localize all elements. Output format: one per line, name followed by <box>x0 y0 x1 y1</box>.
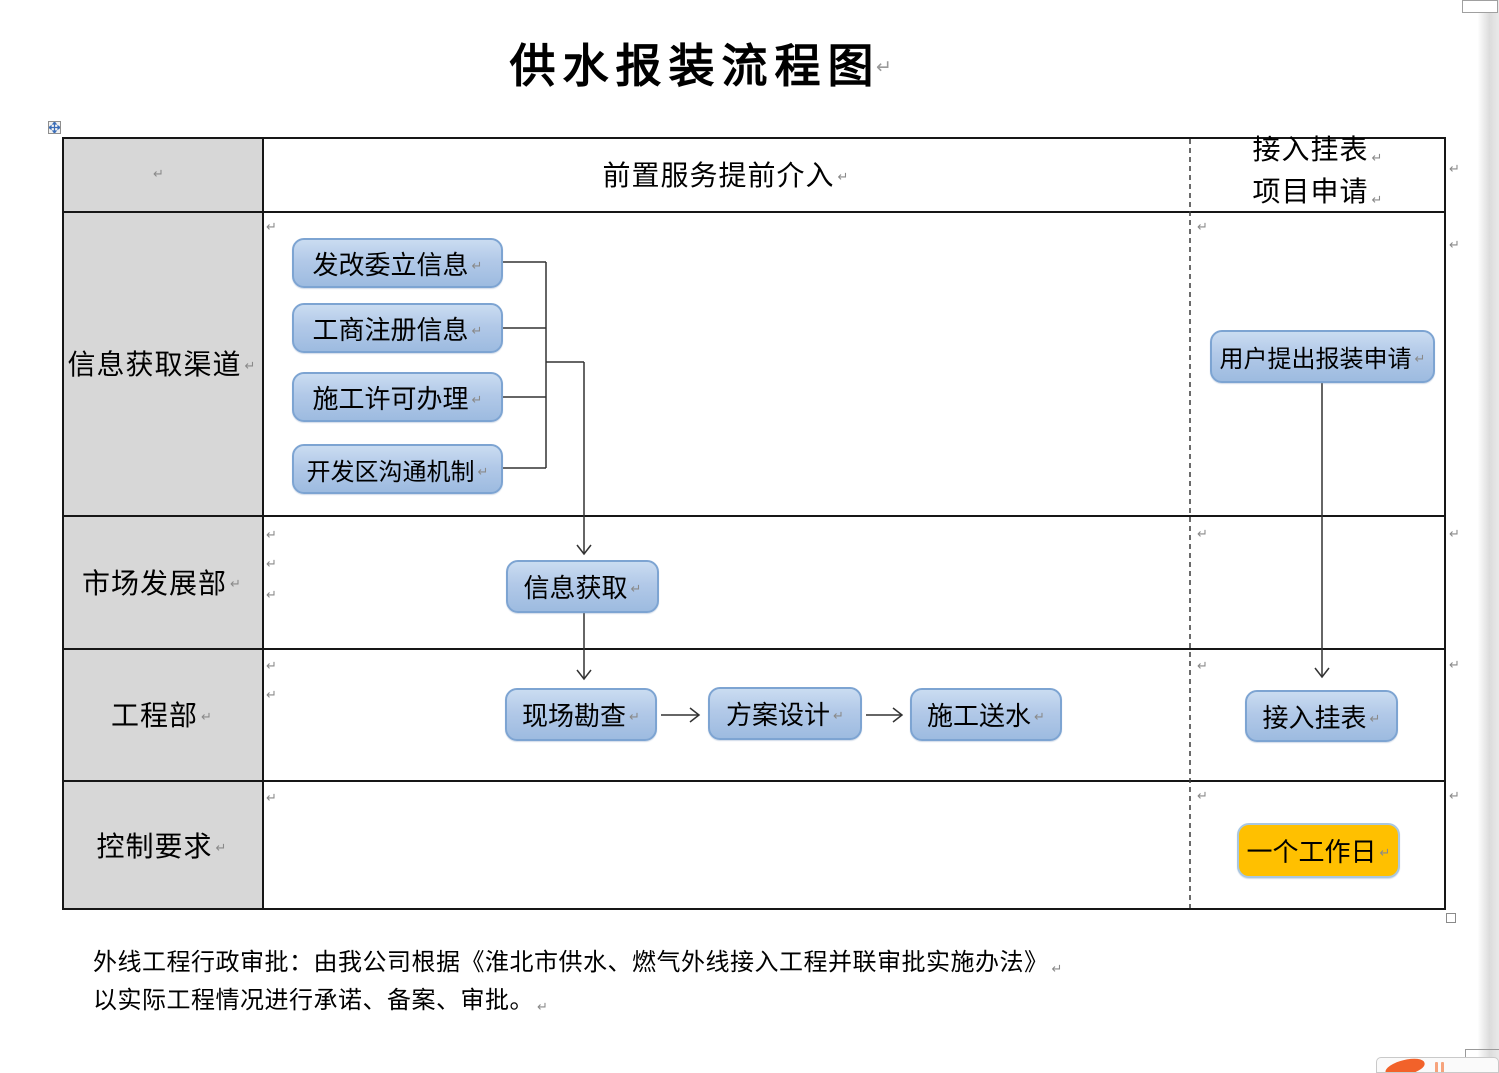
paragraph-mark: ↵ <box>837 169 850 185</box>
paragraph-mark: ↵ <box>1449 789 1460 804</box>
paragraph-mark: ↵ <box>230 577 242 592</box>
top-right-fragment <box>1462 0 1498 13</box>
header-meter-line1: 接入挂表↵ <box>1252 135 1384 166</box>
row-divider <box>62 515 1446 517</box>
paragraph-mark: ↵ <box>1371 193 1384 208</box>
row-divider <box>62 780 1446 782</box>
paragraph-mark: ↵ <box>876 56 892 78</box>
paragraph-mark: ↵ <box>1197 789 1208 804</box>
paragraph-mark: ↵ <box>1051 962 1063 977</box>
paragraph-mark: ↵ <box>477 464 489 480</box>
paragraph-mark: ↵ <box>266 528 277 543</box>
paragraph-mark: ↵ <box>266 791 277 806</box>
paragraph-mark: ↵ <box>1371 151 1384 166</box>
flow-box-fagaiwei[interactable]: 发改委立信息↵ <box>292 238 503 288</box>
paragraph-mark: ↵ <box>1197 220 1208 235</box>
logo-tick <box>1435 1062 1438 1072</box>
paragraph-mark: ↵ <box>471 258 483 274</box>
page-title: 供水报装流程图 <box>509 41 881 92</box>
flow-box-info-acquire[interactable]: 信息获取↵ <box>506 560 659 613</box>
paragraph-mark: ↵ <box>215 840 228 856</box>
row-label-control-req: 控制要求↵ <box>96 832 228 863</box>
flow-box-one-workday[interactable]: 一个工作日↵ <box>1237 823 1400 878</box>
process-table <box>62 137 1446 910</box>
move-cross-icon <box>49 122 60 133</box>
paragraph-mark: ↵ <box>471 323 483 339</box>
row-label-engineering-dept: 工程部↵ <box>111 701 213 732</box>
paragraph-mark: ↵ <box>833 709 844 724</box>
paragraph-mark: ↵ <box>1449 162 1460 177</box>
paragraph-mark: ↵ <box>1369 711 1381 727</box>
paragraph-mark: ↵ <box>266 688 277 703</box>
flow-box-gongshang[interactable]: 工商注册信息↵ <box>292 303 503 353</box>
paragraph-mark: ↵ <box>1197 659 1208 674</box>
flow-box-site-survey[interactable]: 现场勘查↵ <box>505 688 657 741</box>
flow-box-meter-connect[interactable]: 接入挂表↵ <box>1245 690 1398 742</box>
table-resize-handle[interactable] <box>1446 913 1456 923</box>
row-divider <box>62 211 1446 213</box>
paragraph-mark: ↵ <box>266 220 277 235</box>
paragraph-mark: ↵ <box>1449 658 1460 673</box>
paragraph-mark: ↵ <box>1449 527 1460 542</box>
logo-tick <box>1441 1062 1444 1072</box>
paragraph-mark: ↵ <box>1197 527 1208 542</box>
row-divider <box>62 648 1446 650</box>
footnote-line2: 以实际工程情况进行承诺、备案、审批。↵ <box>93 988 549 1015</box>
bottom-right-widget[interactable] <box>1376 1057 1499 1073</box>
footnote-line1: 外线工程行政审批：由我公司根据《淮北市供水、燃气外线接入工程并联审批实施办法》↵ <box>93 950 1063 977</box>
paragraph-mark: ↵ <box>266 659 277 674</box>
flow-box-user-apply[interactable]: 用户提出报装申请↵ <box>1210 330 1435 383</box>
footnote: 外线工程行政审批：由我公司根据《淮北市供水、燃气外线接入工程并联审批实施办法》↵… <box>93 946 1063 1022</box>
header-preservice: 前置服务提前介入↵ <box>262 137 1190 211</box>
paragraph-mark: ↵ <box>537 1000 549 1015</box>
header-preservice-label: 前置服务提前介入 <box>602 161 835 192</box>
row-label-info-channels: 信息获取渠道↵ <box>67 350 257 381</box>
flow-box-shigong-xuke[interactable]: 施工许可办理↵ <box>292 372 503 422</box>
header-meter-line2: 项目申请↵ <box>1252 177 1384 208</box>
row-label-market-dept: 市场发展部↵ <box>82 568 242 600</box>
paragraph-mark: ↵ <box>1034 710 1045 725</box>
paragraph-mark: ↵ <box>629 710 640 725</box>
flow-box-kaifaqu[interactable]: 开发区沟通机制↵ <box>292 444 503 494</box>
paragraph-mark: ↵ <box>266 588 277 603</box>
paragraph-mark: ↵ <box>266 557 277 572</box>
paragraph-mark: ↵ <box>201 709 213 725</box>
paragraph-mark: ↵ <box>1379 846 1391 861</box>
paragraph-mark: ↵ <box>1449 238 1460 253</box>
table-move-handle-icon[interactable] <box>48 121 61 134</box>
paragraph-mark: ↵ <box>244 358 257 374</box>
flow-box-construct-supply[interactable]: 施工送水↵ <box>910 688 1062 741</box>
callout-line <box>1465 1049 1499 1050</box>
paragraph-mark: ↵ <box>630 582 642 597</box>
paragraph-mark: ↵ <box>471 392 483 408</box>
paragraph-mark: ↵ <box>1414 352 1426 367</box>
page-edge-shadow <box>1478 0 1499 1073</box>
flow-box-plan-design[interactable]: 方案设计↵ <box>708 687 862 740</box>
paragraph-mark: ↵ <box>153 167 164 182</box>
column-divider <box>262 137 264 910</box>
wps-logo-icon <box>1383 1058 1427 1072</box>
header-meter-apply: 接入挂表↵ 项目申请↵ <box>1190 135 1446 211</box>
